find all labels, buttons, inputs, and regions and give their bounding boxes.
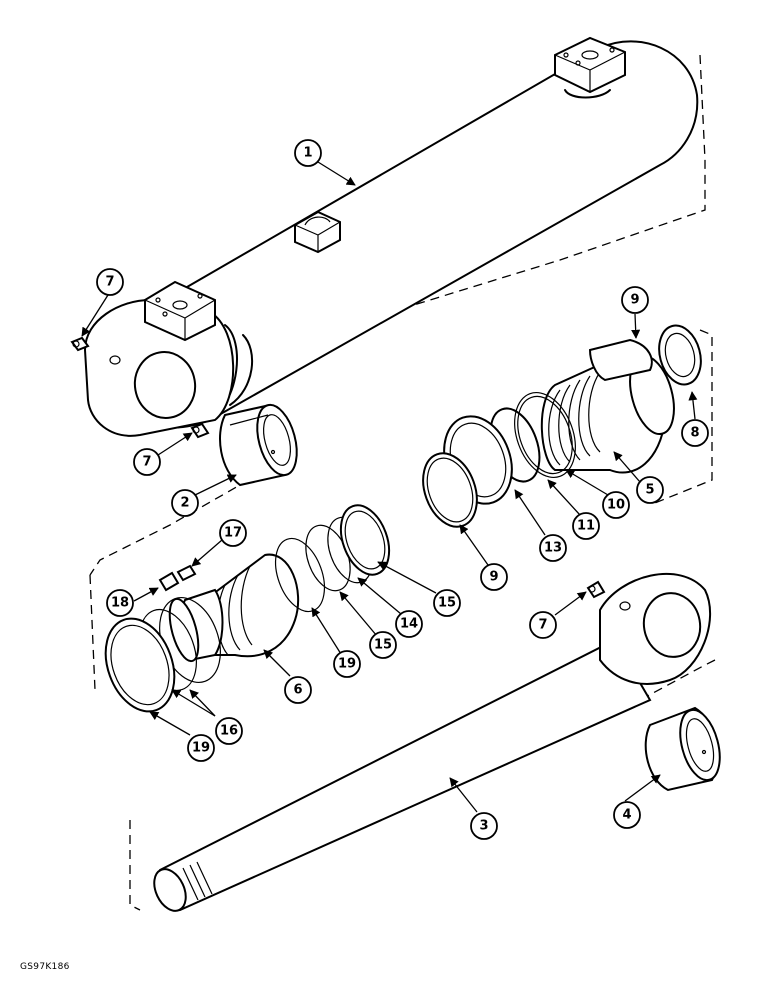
svg-text:19: 19 (192, 741, 210, 756)
grease-fitting-middle (190, 422, 210, 439)
svg-text:7: 7 (105, 275, 114, 290)
svg-text:8: 8 (690, 426, 699, 441)
bushing-upper (219, 403, 298, 487)
bushing-lower (644, 706, 721, 792)
gland-assembly (104, 504, 391, 713)
set-screw-and-ball (158, 564, 197, 592)
svg-text:10: 10 (607, 498, 625, 513)
callout-7-middle: 7 (133, 448, 161, 476)
callout-7-upper: 7 (96, 268, 124, 296)
callout-8: 8 (681, 419, 709, 447)
callout-17: 17 (219, 519, 247, 547)
callout-13: 13 (539, 534, 567, 562)
exploded-view-boundaries (89, 54, 716, 911)
svg-text:7: 7 (538, 618, 547, 633)
svg-text:17: 17 (224, 526, 242, 541)
callout-1: 1 (294, 139, 322, 167)
svg-text:11: 11 (577, 519, 595, 534)
callout-15-left: 15 (369, 631, 397, 659)
svg-text:13: 13 (544, 541, 562, 556)
piston-seals (422, 391, 576, 528)
callout-11: 11 (572, 512, 600, 540)
callout-14: 14 (395, 610, 423, 638)
callout-10: 10 (602, 491, 630, 519)
callout-15-right: 15 (433, 589, 461, 617)
callout-6: 6 (284, 676, 312, 704)
callout-2: 2 (171, 489, 199, 517)
svg-text:18: 18 (111, 596, 129, 611)
callout-19-right: 19 (333, 650, 361, 678)
callout-19-left: 19 (187, 734, 215, 762)
cylinder-barrel (83, 36, 699, 437)
figure-code: GS97K186 (20, 962, 70, 972)
svg-text:7: 7 (142, 455, 151, 470)
svg-text:16: 16 (220, 724, 238, 739)
leader-lines (81, 161, 698, 813)
callout-7-lower: 7 (529, 611, 557, 639)
svg-text:19: 19 (338, 657, 356, 672)
svg-text:3: 3 (479, 819, 488, 834)
callout-9-lower: 9 (480, 563, 508, 591)
svg-text:15: 15 (374, 638, 392, 653)
svg-text:9: 9 (489, 570, 498, 585)
grease-fitting-upper (70, 336, 90, 352)
callout-4: 4 (613, 801, 641, 829)
piston-assembly (540, 324, 702, 474)
piston-rod (153, 573, 711, 912)
svg-text:4: 4 (622, 808, 631, 823)
svg-text:2: 2 (180, 496, 189, 511)
callout-18: 18 (106, 589, 134, 617)
svg-text:1: 1 (303, 146, 312, 161)
callout-9-upper: 9 (621, 286, 649, 314)
callout-16: 16 (215, 717, 243, 745)
callout-3: 3 (470, 812, 498, 840)
svg-text:6: 6 (293, 683, 302, 698)
svg-text:15: 15 (438, 596, 456, 611)
svg-text:14: 14 (400, 617, 418, 632)
grease-fitting-lower (586, 580, 606, 599)
svg-text:5: 5 (645, 483, 654, 498)
svg-text:9: 9 (630, 293, 639, 308)
callout-5: 5 (636, 476, 664, 504)
